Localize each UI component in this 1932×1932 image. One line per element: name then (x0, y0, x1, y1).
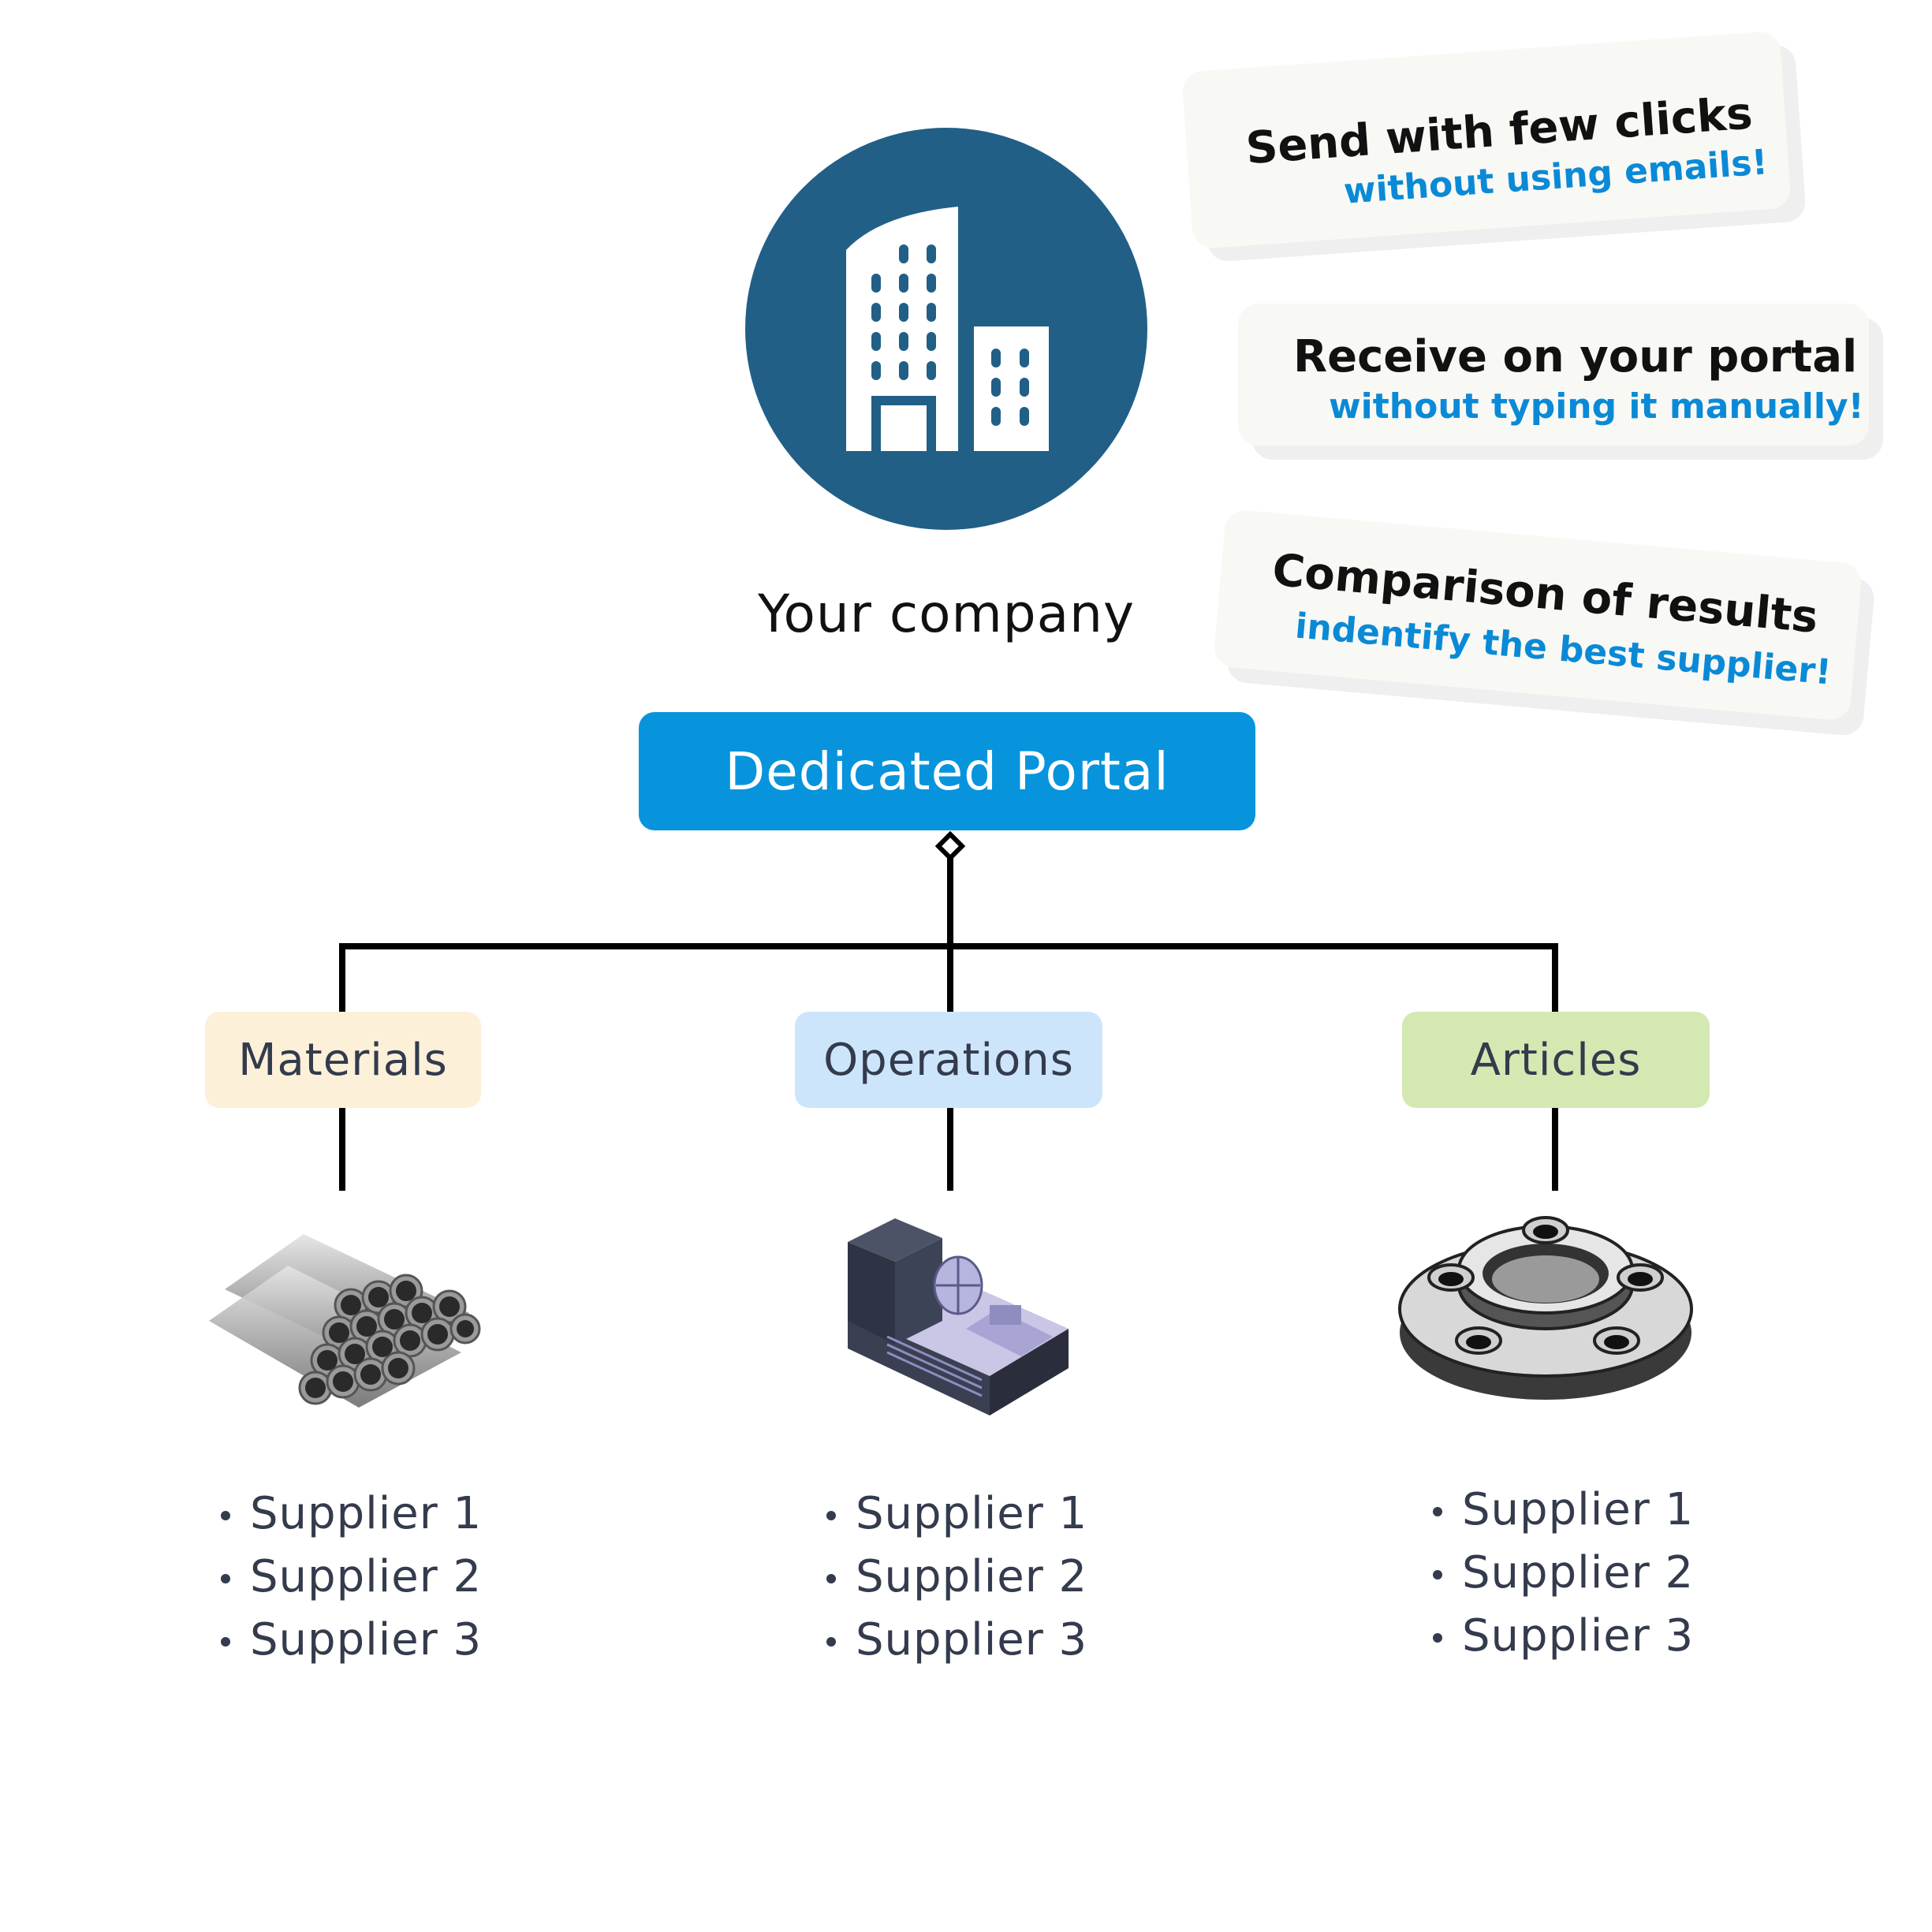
list-item: Supplier 3 (822, 1609, 1087, 1672)
materials-supplier-list: Supplier 1 Supplier 2 Supplier 3 (217, 1483, 482, 1672)
category-articles[interactable]: Articles (1402, 1012, 1710, 1108)
steel-pipes-icon (209, 1234, 481, 1408)
company-label: Your company (757, 584, 1136, 644)
operations-supplier-list: Supplier 1 Supplier 2 Supplier 3 (822, 1483, 1087, 1672)
list-item: Supplier 1 (217, 1483, 482, 1546)
list-item: Supplier 2 (217, 1546, 482, 1609)
list-item: Supplier 3 (217, 1609, 482, 1672)
flange-part-icon (1398, 1216, 1693, 1400)
callout-receive-card: Receive on your portal without typing it… (1238, 304, 1869, 446)
list-item: Supplier 1 (822, 1483, 1087, 1546)
list-item: Supplier 2 (1429, 1542, 1694, 1605)
office-building-icon (846, 207, 1049, 451)
list-item: Supplier 1 (1429, 1479, 1694, 1542)
dedicated-portal-button[interactable]: Dedicated Portal (639, 712, 1255, 830)
cnc-machine-icon (848, 1218, 1069, 1415)
category-materials[interactable]: Materials (205, 1012, 481, 1108)
list-item: Supplier 3 (1429, 1605, 1694, 1668)
category-operations[interactable]: Operations (795, 1012, 1102, 1108)
company-circle (745, 128, 1147, 530)
list-item: Supplier 2 (822, 1546, 1087, 1609)
articles-supplier-list: Supplier 1 Supplier 2 Supplier 3 (1429, 1479, 1694, 1668)
callout-receive-subtitle: without typing it manually! (1329, 386, 1864, 427)
callout-receive-title: Receive on your portal (1293, 331, 1858, 382)
